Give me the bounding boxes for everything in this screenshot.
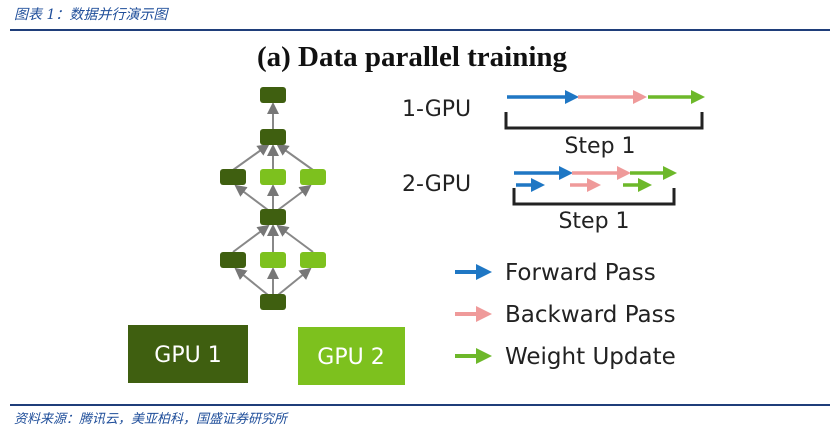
node xyxy=(300,169,326,185)
diagram-title: (a) Data parallel training xyxy=(257,41,568,73)
step-bracket xyxy=(512,188,676,206)
network-nodes xyxy=(220,87,326,310)
gpu2-label: GPU 2 xyxy=(317,345,384,370)
node xyxy=(260,252,286,268)
gpu2-box xyxy=(298,327,405,385)
node xyxy=(220,169,246,185)
node xyxy=(260,129,286,145)
one-gpu-label: 1-GPU xyxy=(402,97,471,122)
node xyxy=(260,294,286,310)
node xyxy=(220,252,246,268)
network-edges xyxy=(232,102,314,296)
two-gpu-step: Step 1 xyxy=(558,209,629,234)
node xyxy=(300,252,326,268)
node xyxy=(260,209,286,225)
node xyxy=(260,169,286,185)
step-bracket xyxy=(504,112,704,130)
figure-caption: 图表 1：数据并行演示图 xyxy=(14,7,168,23)
legend-backward: Backward Pass xyxy=(505,302,676,328)
top-rule xyxy=(10,29,830,31)
node xyxy=(260,87,286,103)
gpu1-label: GPU 1 xyxy=(154,343,221,368)
one-gpu-step: Step 1 xyxy=(564,134,635,159)
gpu1-box xyxy=(128,325,248,383)
two-gpu-label: 2-GPU xyxy=(402,172,471,197)
legend-forward: Forward Pass xyxy=(505,260,656,286)
bottom-rule xyxy=(10,404,830,406)
legend-update: Weight Update xyxy=(505,344,676,370)
source-note: 资料来源：腾讯云，美亚柏科，国盛证券研究所 xyxy=(14,412,288,427)
